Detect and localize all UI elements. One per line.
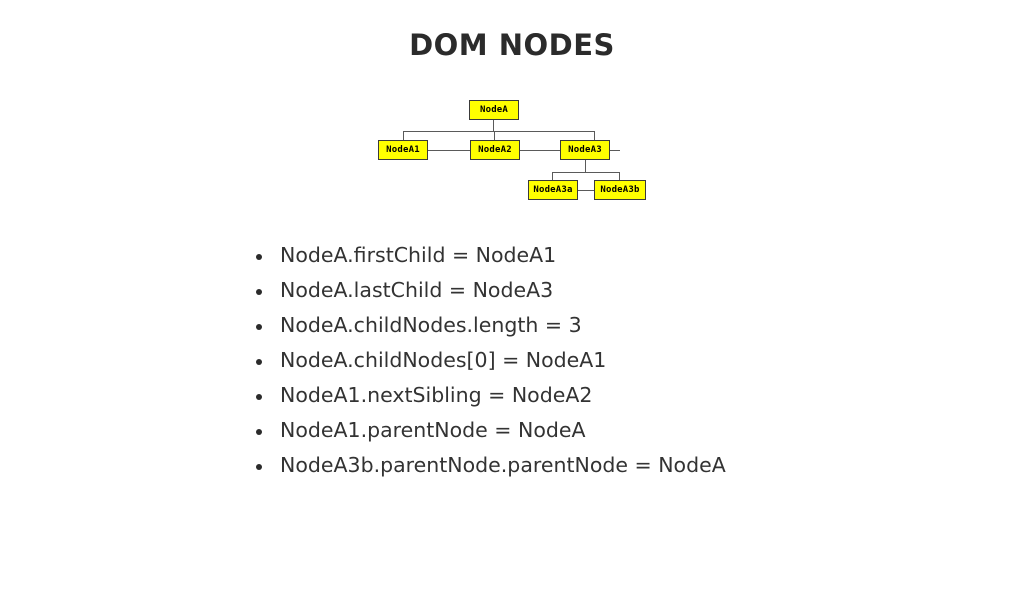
connector-drop-nodea3a xyxy=(552,172,553,181)
tree-node-nodea2[interactable]: NodeA2 xyxy=(470,140,520,160)
list-item: NodeA1.nextSibling = NodeA2 xyxy=(252,378,972,413)
connector-drop-nodea1 xyxy=(403,131,404,140)
sibling-link-a3a-a3b xyxy=(577,190,595,191)
connector-nodea-stem xyxy=(493,120,494,131)
sibling-link-a1-a2 xyxy=(427,150,471,151)
dom-properties-list: NodeA.firstChild = NodeA1 NodeA.lastChil… xyxy=(252,238,972,483)
connector-drop-nodea3b xyxy=(619,172,620,181)
tree-node-nodea3[interactable]: NodeA3 xyxy=(560,140,610,160)
list-item: NodeA.lastChild = NodeA3 xyxy=(252,273,972,308)
connector-drop-nodea3 xyxy=(594,131,595,140)
list-item: NodeA3b.parentNode.parentNode = NodeA xyxy=(252,448,972,483)
sibling-link-a3-right xyxy=(610,150,620,151)
list-item: NodeA.childNodes.length = 3 xyxy=(252,308,972,343)
list-item: NodeA1.parentNode = NodeA xyxy=(252,413,972,448)
list-item: NodeA.childNodes[0] = NodeA1 xyxy=(252,343,972,378)
tree-node-nodea3b[interactable]: NodeA3b xyxy=(594,180,646,200)
dom-node-tree-diagram: NodeA NodeA1 NodeA2 NodeA3 NodeA3a NodeA… xyxy=(370,94,660,209)
connector-level2-bus xyxy=(552,172,619,173)
tree-node-nodea[interactable]: NodeA xyxy=(469,100,519,120)
list-item: NodeA.firstChild = NodeA1 xyxy=(252,238,972,273)
sibling-link-a2-a3 xyxy=(519,150,561,151)
connector-level1-bus xyxy=(403,131,594,132)
tree-node-nodea3a[interactable]: NodeA3a xyxy=(528,180,578,200)
connector-nodea3-stem xyxy=(585,160,586,172)
tree-node-nodea1[interactable]: NodeA1 xyxy=(378,140,428,160)
page-title: DOM NODES xyxy=(409,28,615,62)
connector-drop-nodea2 xyxy=(494,131,495,140)
